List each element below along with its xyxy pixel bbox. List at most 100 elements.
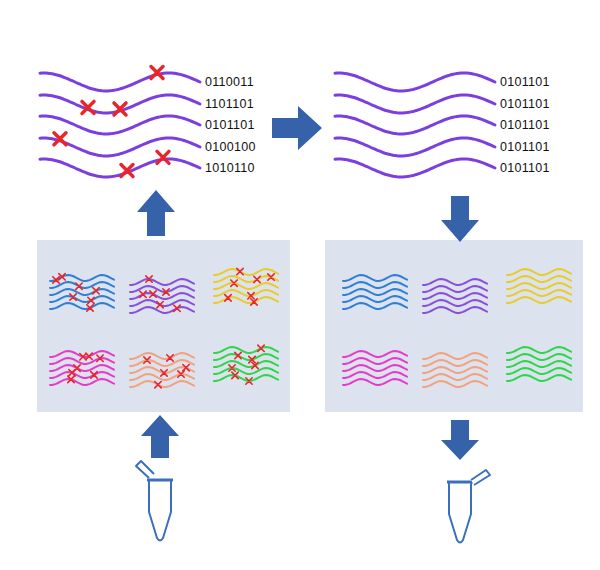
dna-strand [343,289,407,295]
binary-code: 0101101 [499,118,551,132]
dna-strand [214,361,278,367]
dna-strand [214,297,278,303]
dna-strand [423,307,487,313]
error-mark [88,297,94,303]
error-mark [69,369,75,375]
binary-code: 1101101 [204,97,255,111]
down-arrow [441,420,479,460]
error-mark [235,352,241,358]
dna-strand [335,73,495,91]
error-mark [70,294,76,300]
error-mark [254,276,260,282]
error-mark [121,165,133,177]
error-mark [76,283,82,289]
error-mark [231,280,237,286]
error-mark [251,299,257,305]
dna-strand [423,286,487,292]
dna-strand [50,365,114,371]
error-mark [53,277,59,283]
error-mark [68,376,74,382]
error-mark [155,381,161,387]
error-mark [237,268,243,274]
binary-code: 0100100 [204,140,257,154]
right-panel [325,240,583,412]
binary-code: 0101101 [499,140,551,154]
dna-strand [343,296,407,302]
down-arrow [441,196,479,242]
error-mark [183,364,189,370]
dna-strand [507,283,571,289]
dna-strand [343,282,407,288]
error-mark [174,305,180,311]
dna-strands [40,73,571,387]
dna-strand [343,365,407,371]
error-mark [229,365,235,371]
binary-code: 0110011 [204,75,255,89]
binary-code: 1010110 [204,161,256,175]
dna-strand [40,116,200,134]
error-mark [97,355,103,361]
dna-strand [214,354,278,360]
dna-strand [40,73,200,91]
dna-strand [423,300,487,306]
error-mark [252,362,258,368]
dna-strand [507,361,571,367]
dna-strand [50,296,114,302]
error-mark [54,133,66,145]
dna-strand [343,358,407,364]
error-mark [151,67,163,79]
sample-tube [447,470,490,543]
dna-strand [507,354,571,360]
dna-strand [50,303,114,309]
error-mark [225,295,231,301]
error-mark [167,355,173,361]
dna-strand [507,297,571,303]
error-mark [82,101,94,113]
dna-strand [130,353,194,359]
up-arrow [141,415,179,458]
error-mark [87,305,93,311]
dna-strand [423,279,487,285]
dna-strand [130,307,194,313]
dna-strand [50,372,114,378]
right-arrow [272,106,322,150]
binary-code: 0101101 [204,118,256,132]
binary-code: 0101101 [499,75,551,89]
dna-strand [423,360,487,366]
dna-strand [335,95,495,113]
error-mark [246,378,252,384]
dna-strand [423,374,487,380]
dna-strand [50,379,114,385]
dna-strand [214,290,278,296]
error-mark [161,370,167,376]
dna-strand [343,379,407,385]
dna-strand [343,372,407,378]
dna-strand [343,351,407,357]
dna-strand [335,138,495,156]
error-mark [163,289,169,295]
dna-strand [335,159,495,177]
up-arrow [137,190,175,236]
dna-strand [343,275,407,281]
dna-strand [423,381,487,387]
error-mark [258,345,264,351]
error-mark [157,301,163,307]
dna-strand [130,381,194,387]
dna-strand [335,116,495,134]
dna-strand [214,368,278,374]
dna-strand [214,283,278,289]
error-mark [146,276,152,282]
error-mark [114,103,126,115]
sample-tube [136,461,173,541]
error-mark [93,288,99,294]
error-mark [232,372,238,378]
dna-strand [50,358,114,364]
flow-arrows [137,106,479,460]
error-mark [150,291,156,297]
dna-strand [507,347,571,353]
error-mark [157,151,169,163]
error-mark [86,353,92,359]
dna-strand [423,293,487,299]
binary-code: 0101101 [499,97,551,111]
dna-strand [507,290,571,296]
